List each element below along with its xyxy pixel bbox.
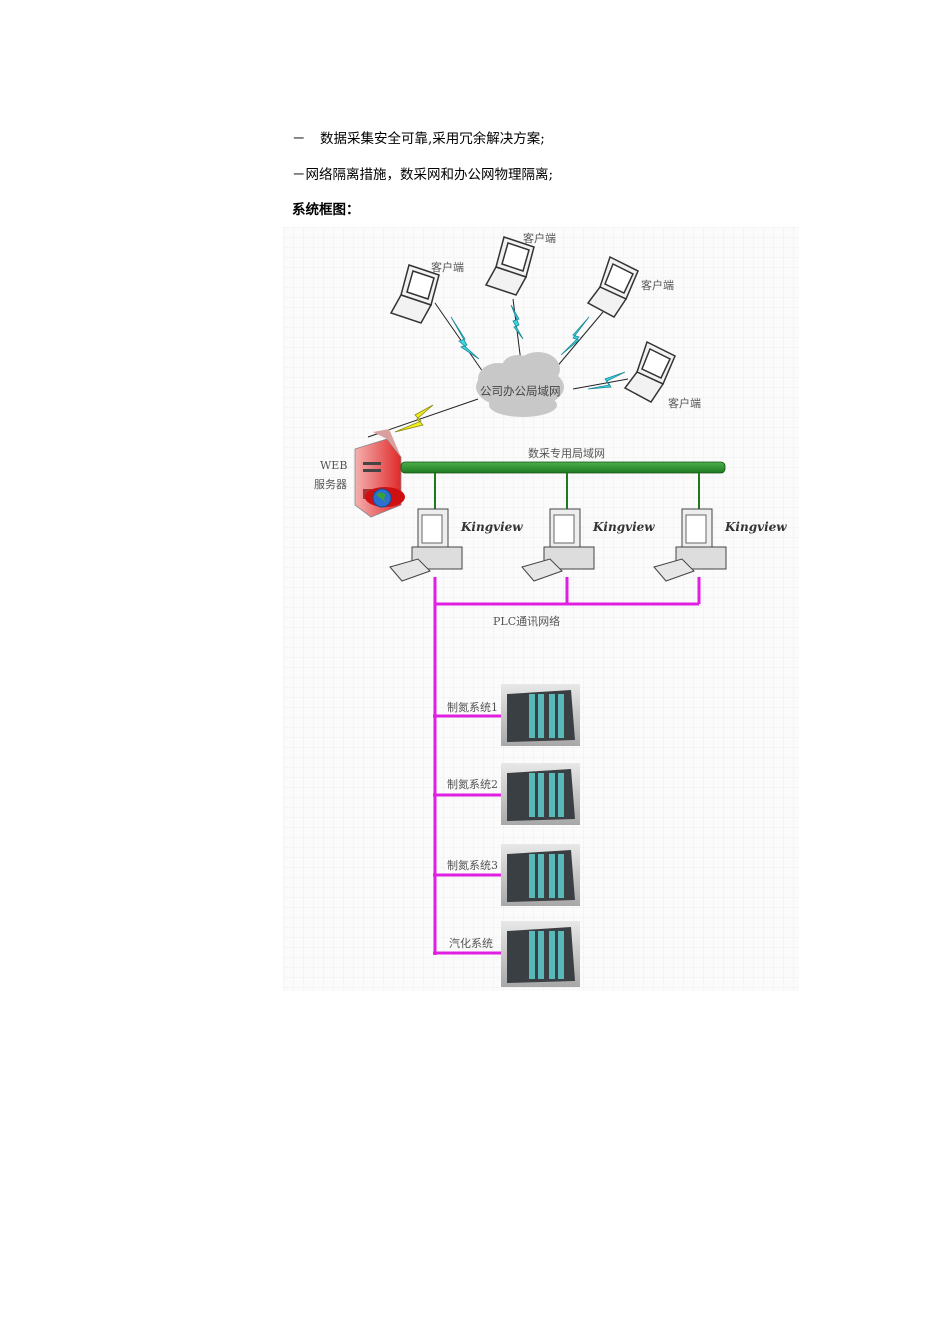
client-label: 客户端 xyxy=(523,232,556,245)
web-server-label-line2: 服务器 xyxy=(314,478,347,491)
workstation-label: Kingview xyxy=(725,520,787,534)
system-label: 制氮系统2 xyxy=(447,778,498,791)
bullet-line-1: － 数据采集安全可靠,采用冗余解决方案; xyxy=(292,127,545,147)
plc-network-label: PLC通讯网络 xyxy=(493,615,561,628)
section-heading: 系统框图： xyxy=(292,202,360,218)
dash-marker: － xyxy=(292,131,306,147)
data-lan-bar xyxy=(400,461,726,474)
cloud-icon xyxy=(476,352,564,417)
workstation-icon xyxy=(389,508,727,582)
data-lan-drops xyxy=(434,473,700,512)
bullet-text: 网络隔离措施，数采网和办公网物理隔离; xyxy=(305,167,554,183)
laptop-icon xyxy=(389,236,676,403)
system-diagram: 客户端 客户端 客户端 客户端 公司办公局域网 WEB 服务器 数采专用局域网 … xyxy=(283,227,799,991)
server-link-bolt-icon xyxy=(394,404,434,433)
workstation-label: Kingview xyxy=(593,520,655,534)
client-label: 客户端 xyxy=(431,261,464,274)
office-lan-label: 公司办公局域网 xyxy=(480,384,561,398)
plc-rack-icon xyxy=(501,684,580,987)
plc-network-lines xyxy=(433,577,701,955)
client-label: 客户端 xyxy=(641,279,674,292)
bullet-text: 数据采集安全可靠,采用冗余解决方案; xyxy=(320,131,545,147)
web-server-icon xyxy=(354,429,405,518)
dash-marker: － xyxy=(292,167,306,183)
data-lan-label: 数采专用局域网 xyxy=(528,447,605,460)
system-label: 制氮系统1 xyxy=(447,701,498,714)
workstation-label: Kingview xyxy=(461,520,523,534)
bullet-line-2: －网络隔离措施，数采网和办公网物理隔离; xyxy=(292,163,553,183)
lightning-bolt-icon xyxy=(450,304,626,390)
diagram-graphics xyxy=(354,236,727,987)
web-server-label-line1: WEB xyxy=(320,459,348,472)
system-label: 制氮系统3 xyxy=(447,859,498,872)
system-label: 汽化系统 xyxy=(449,937,493,950)
client-label: 客户端 xyxy=(668,397,701,410)
